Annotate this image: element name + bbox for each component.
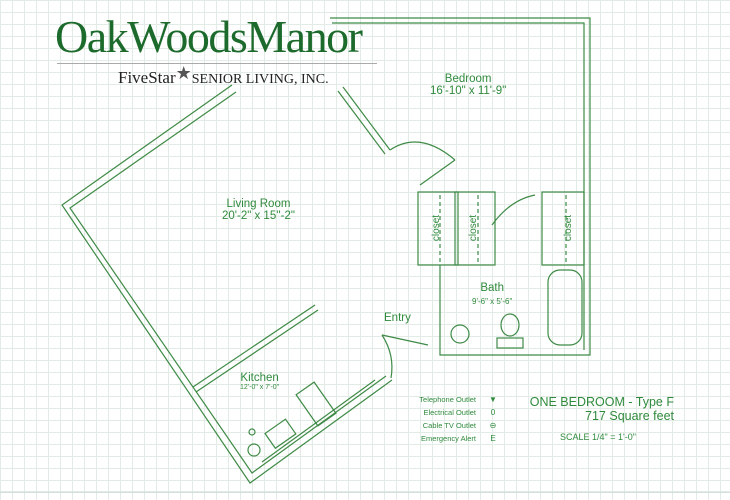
kitchen-name: Kitchen: [240, 372, 279, 384]
unit-area: 717 Square feet: [585, 409, 674, 423]
star-icon: ★: [175, 63, 192, 83]
closet-label: closet: [468, 214, 480, 242]
logo-divider: [57, 63, 377, 64]
legend-label: Emergency Alert: [420, 434, 476, 443]
living-room-name: Living Room: [226, 198, 291, 210]
legend-label: Electrical Outlet: [423, 408, 476, 417]
unit-type: ONE BEDROOM - Type F: [529, 395, 674, 409]
bath-name: Bath: [480, 282, 504, 294]
company-name-b: SENIOR LIVING, INC.: [191, 72, 329, 87]
bath-fixtures: [450, 269, 583, 349]
telephone-outlet-icon: ▼: [489, 395, 497, 404]
company-name: FiveStar★SENIOR LIVING, INC.: [118, 64, 329, 90]
closets: [417, 191, 585, 266]
legend-item: Telephone Outlet ▼: [400, 393, 500, 406]
brand-logo: OakWoodsManor: [55, 11, 363, 62]
bedroom-name: Bedroom: [444, 73, 492, 85]
kitchen-counters: [247, 379, 376, 463]
closet-label: closet: [431, 214, 443, 242]
legend-label: Cable TV Outlet: [422, 421, 476, 430]
electrical-outlet-icon: 0: [490, 408, 496, 417]
legend-item: Emergency Alert E: [400, 432, 500, 445]
cable-tv-outlet-icon: ⊖: [489, 421, 497, 430]
legend-item: Electrical Outlet 0: [400, 406, 500, 419]
company-name-a: FiveStar: [118, 68, 176, 87]
scale-note: SCALE 1/4" = 1'-0": [560, 432, 636, 442]
exterior-walls: [61, 17, 591, 484]
living-room-size: 20'-2" x 15''-2": [222, 210, 295, 222]
entry-label: Entry: [384, 312, 411, 324]
legend-item: Cable TV Outlet ⊖: [400, 419, 500, 432]
closet-label: closet: [563, 214, 575, 242]
bath-label: Bath 9'-6" x 5'-6": [472, 282, 512, 306]
kitchen-size: 12'-0" x 7'-0": [240, 384, 280, 391]
legend: Telephone Outlet ▼ Electrical Outlet 0 Cab…: [400, 393, 500, 445]
bedroom-size: 16'-10" x 11'-9": [430, 85, 507, 97]
bath-size: 9'-6" x 5'-6": [472, 297, 513, 306]
emergency-alert-icon: E: [490, 434, 496, 443]
legend-label: Telephone Outlet: [419, 395, 476, 404]
